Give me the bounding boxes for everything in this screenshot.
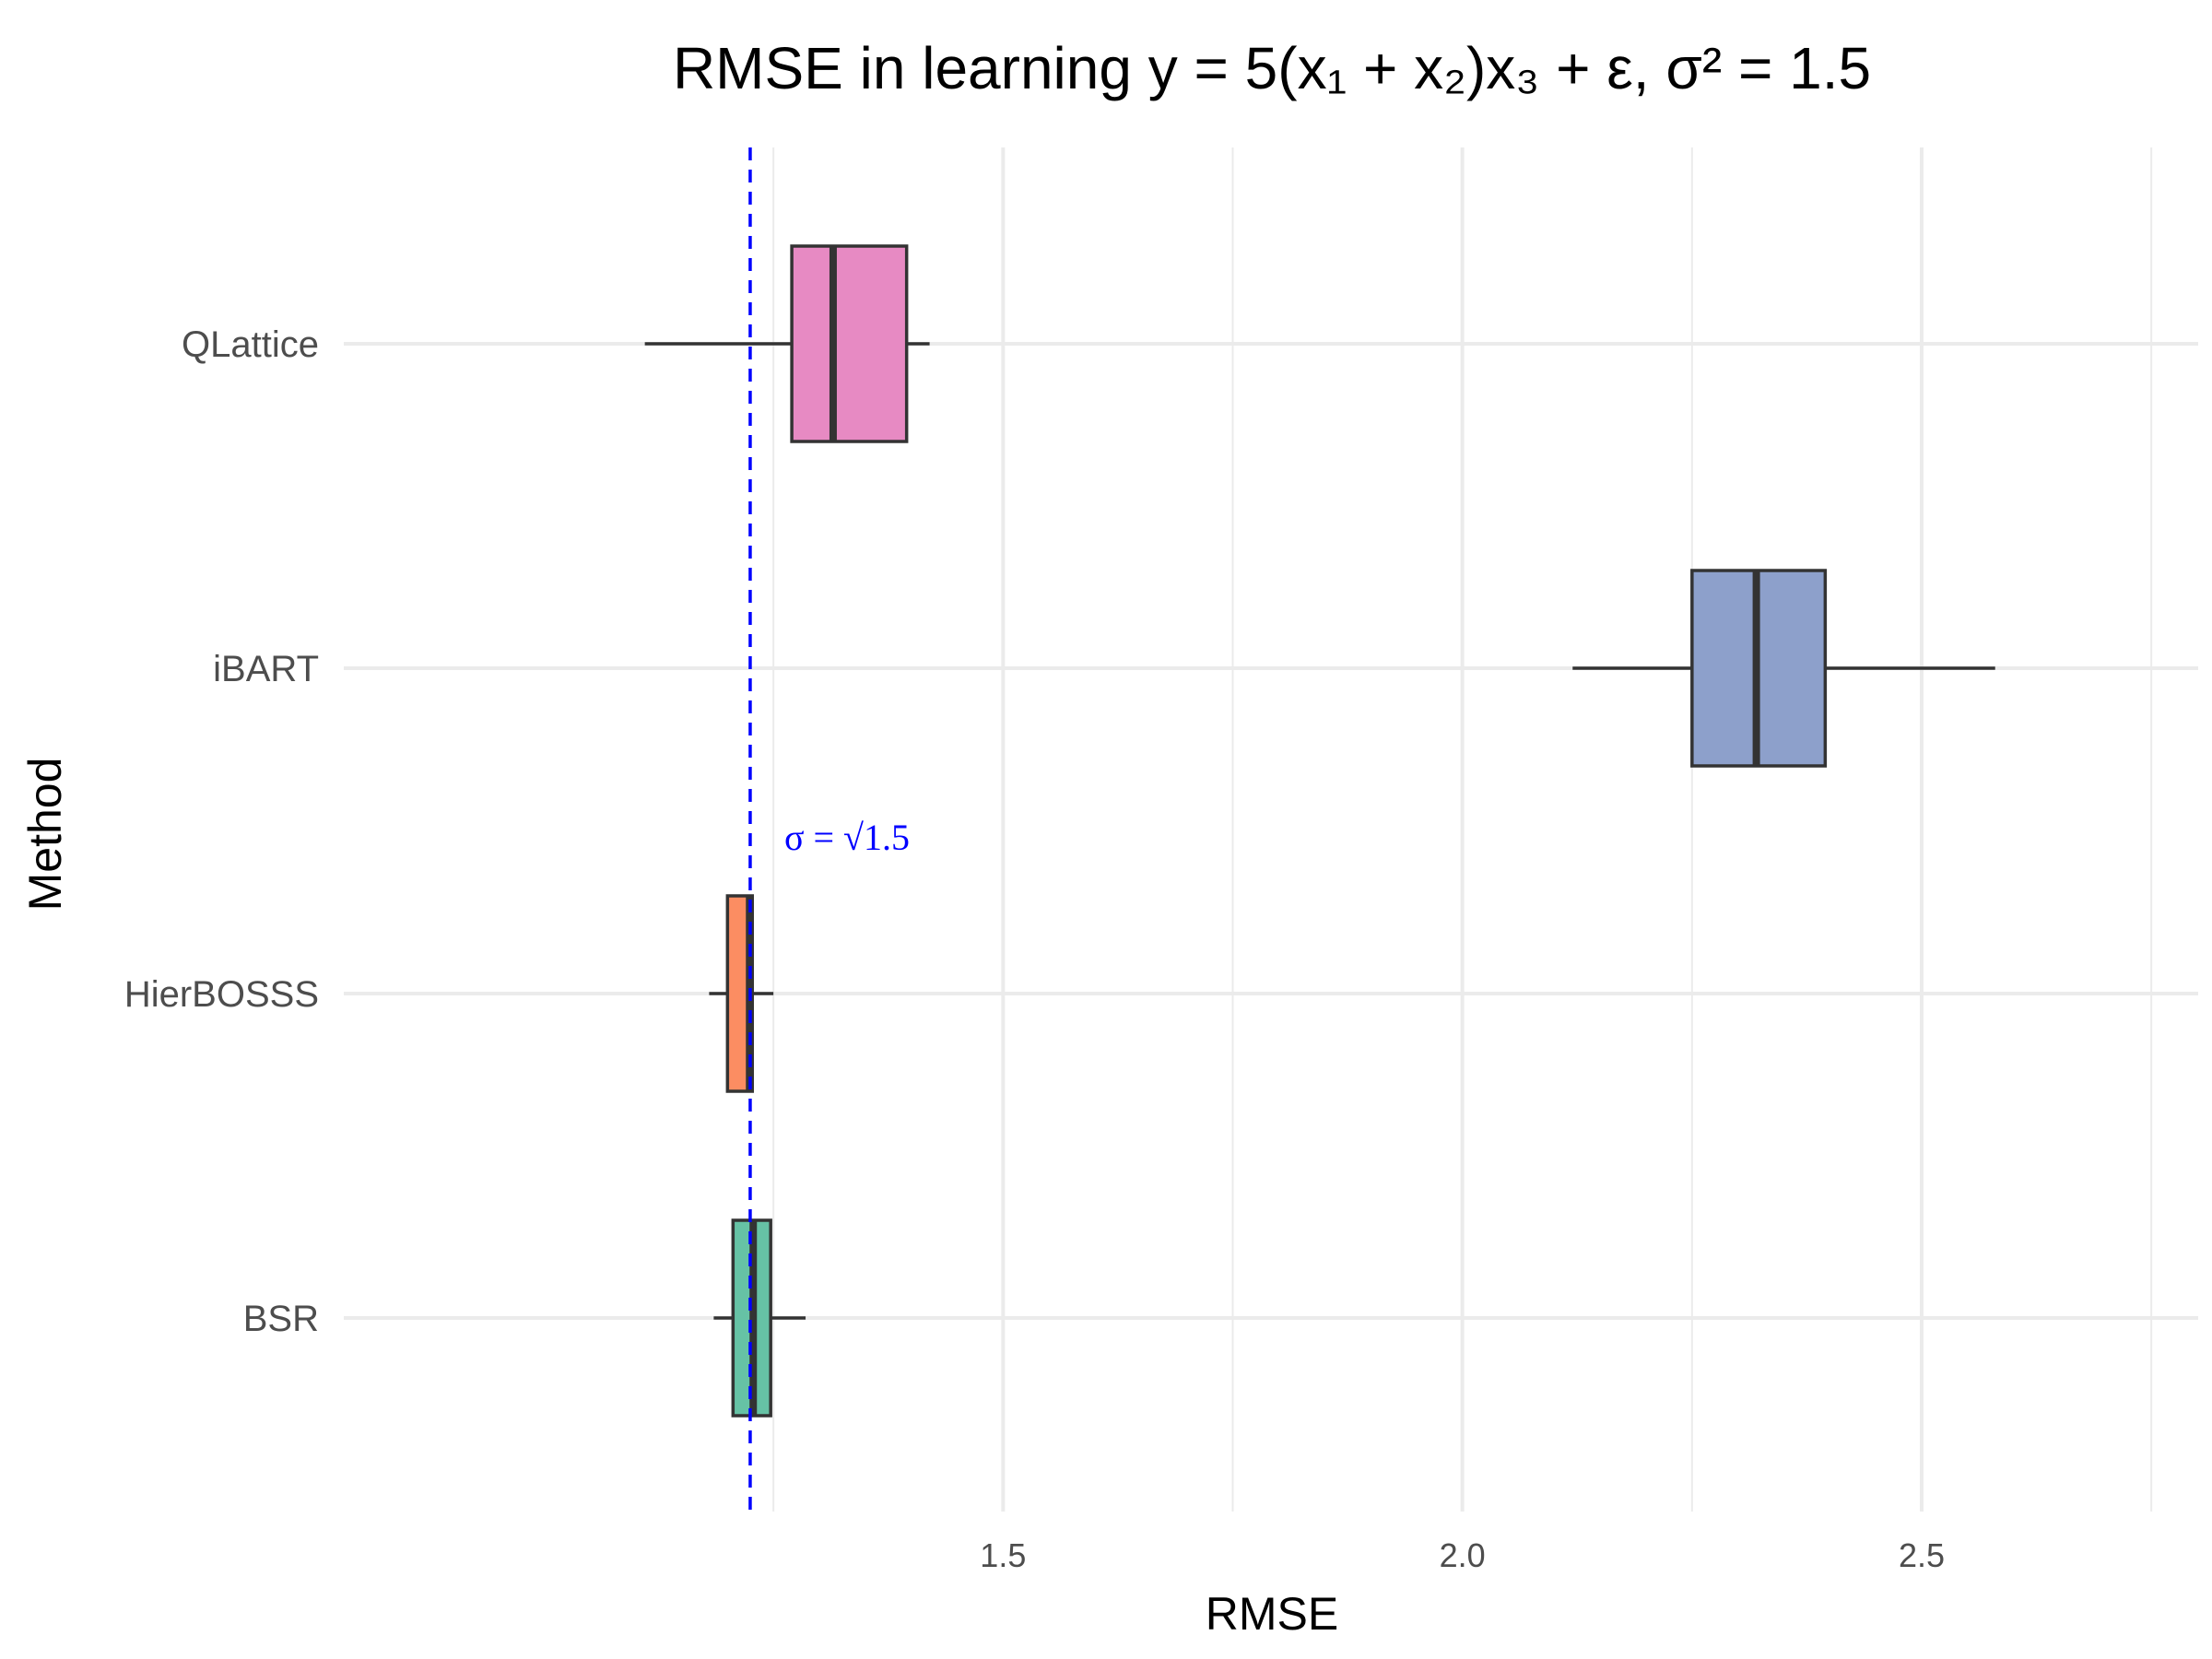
y-axis-title: Method [19,758,71,912]
x-tick-label: 2.5 [1899,1536,1945,1574]
axis-labels: QLattice iBART HierBOSSS BSR 1.5 2.0 2.5 [124,324,1945,1574]
reference-line-group: σ = √1.5 [748,147,910,1512]
box-bsr [713,1218,806,1418]
y-tick-label: iBART [213,649,319,689]
reference-line-label: σ = √1.5 [784,817,910,858]
box-qlattice [644,244,930,443]
x-tick-label: 1.5 [980,1536,1026,1574]
chart-title: RMSE in learning y = 5(x₁ + x₂)x₃ + ε, σ… [673,35,1871,101]
y-tick-label: HierBOSSS [124,974,319,1015]
x-tick-label: 2.0 [1440,1536,1486,1574]
boxplot-series [644,244,1995,1418]
x-axis-title: RMSE [1206,1588,1338,1640]
y-tick-label: QLattice [182,324,319,365]
y-tick-label: BSR [243,1299,319,1339]
iqr-box [790,244,909,443]
box-ibart [1572,569,1995,768]
